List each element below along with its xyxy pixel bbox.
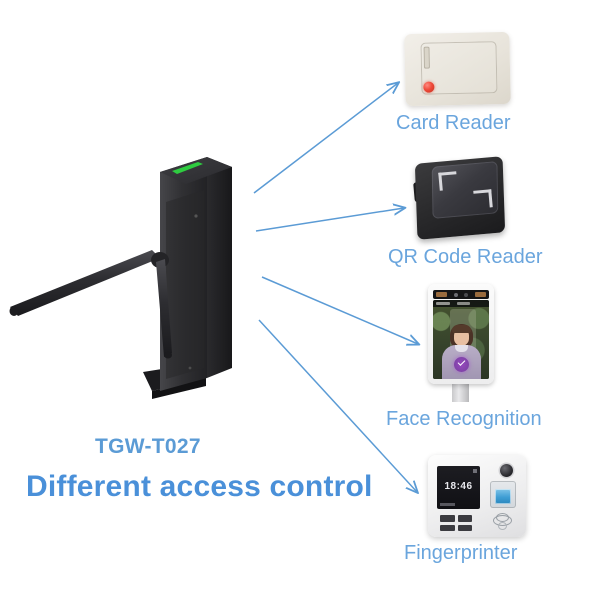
rfid-wave-icon [492, 513, 512, 531]
verified-check-icon [454, 357, 469, 372]
keypad-button[interactable] [457, 524, 472, 531]
display-time: 18:46 [444, 481, 473, 492]
face-rec-screen [433, 300, 489, 379]
qr-bracket-icon [473, 189, 493, 209]
qr-bracket-icon [438, 171, 458, 191]
ir-camera-icon [475, 292, 486, 297]
tripod-turnstile [9, 157, 232, 399]
status-indicator-led [172, 162, 203, 174]
turnstile-arm-vertical [156, 259, 172, 357]
product-tagline: Different access control [26, 470, 373, 503]
screw-icon [194, 214, 198, 218]
arrow-to-qr-reader [255, 208, 404, 232]
turnstile-head [160, 157, 232, 184]
keypad-button[interactable] [440, 515, 455, 522]
face-rec-mount [452, 378, 469, 402]
fingerprinter-keypad [440, 515, 472, 531]
camera-icon [454, 292, 458, 297]
turnstile-arm-horizontal [10, 250, 160, 316]
face-rec-sensor-bar [433, 290, 489, 299]
screw-icon [188, 366, 192, 370]
device-qr-code-reader [412, 152, 508, 240]
label-qr-code-reader: QR Code Reader [388, 246, 543, 268]
arrow-to-face-recognition [261, 276, 418, 344]
ir-camera-icon [436, 292, 447, 297]
device-card-reader [404, 31, 511, 107]
signal-icon [473, 469, 477, 473]
keypad-button[interactable] [457, 515, 472, 522]
product-model-name: TGW-T027 [95, 435, 201, 458]
camera-lens-icon [500, 464, 513, 477]
screen-status-bar [433, 300, 489, 307]
fingerprint-scanner [490, 481, 516, 508]
label-fingerprinter: Fingerprinter [404, 542, 518, 564]
keypad-button[interactable] [440, 524, 455, 531]
card-reader-slot [423, 46, 430, 69]
sensor-icon [464, 292, 468, 297]
label-face-recognition: Face Recognition [386, 408, 542, 430]
arrow-to-fingerprinter [258, 319, 417, 492]
face-rec-body [428, 284, 494, 384]
arrow-to-card-reader [253, 83, 398, 194]
device-fingerprinter: 18:46 [428, 455, 526, 537]
label-card-reader: Card Reader [396, 112, 511, 134]
device-face-recognition [428, 284, 494, 402]
fingerprinter-display: 18:46 [437, 466, 480, 509]
fingerprint-sensor-icon [495, 489, 511, 504]
